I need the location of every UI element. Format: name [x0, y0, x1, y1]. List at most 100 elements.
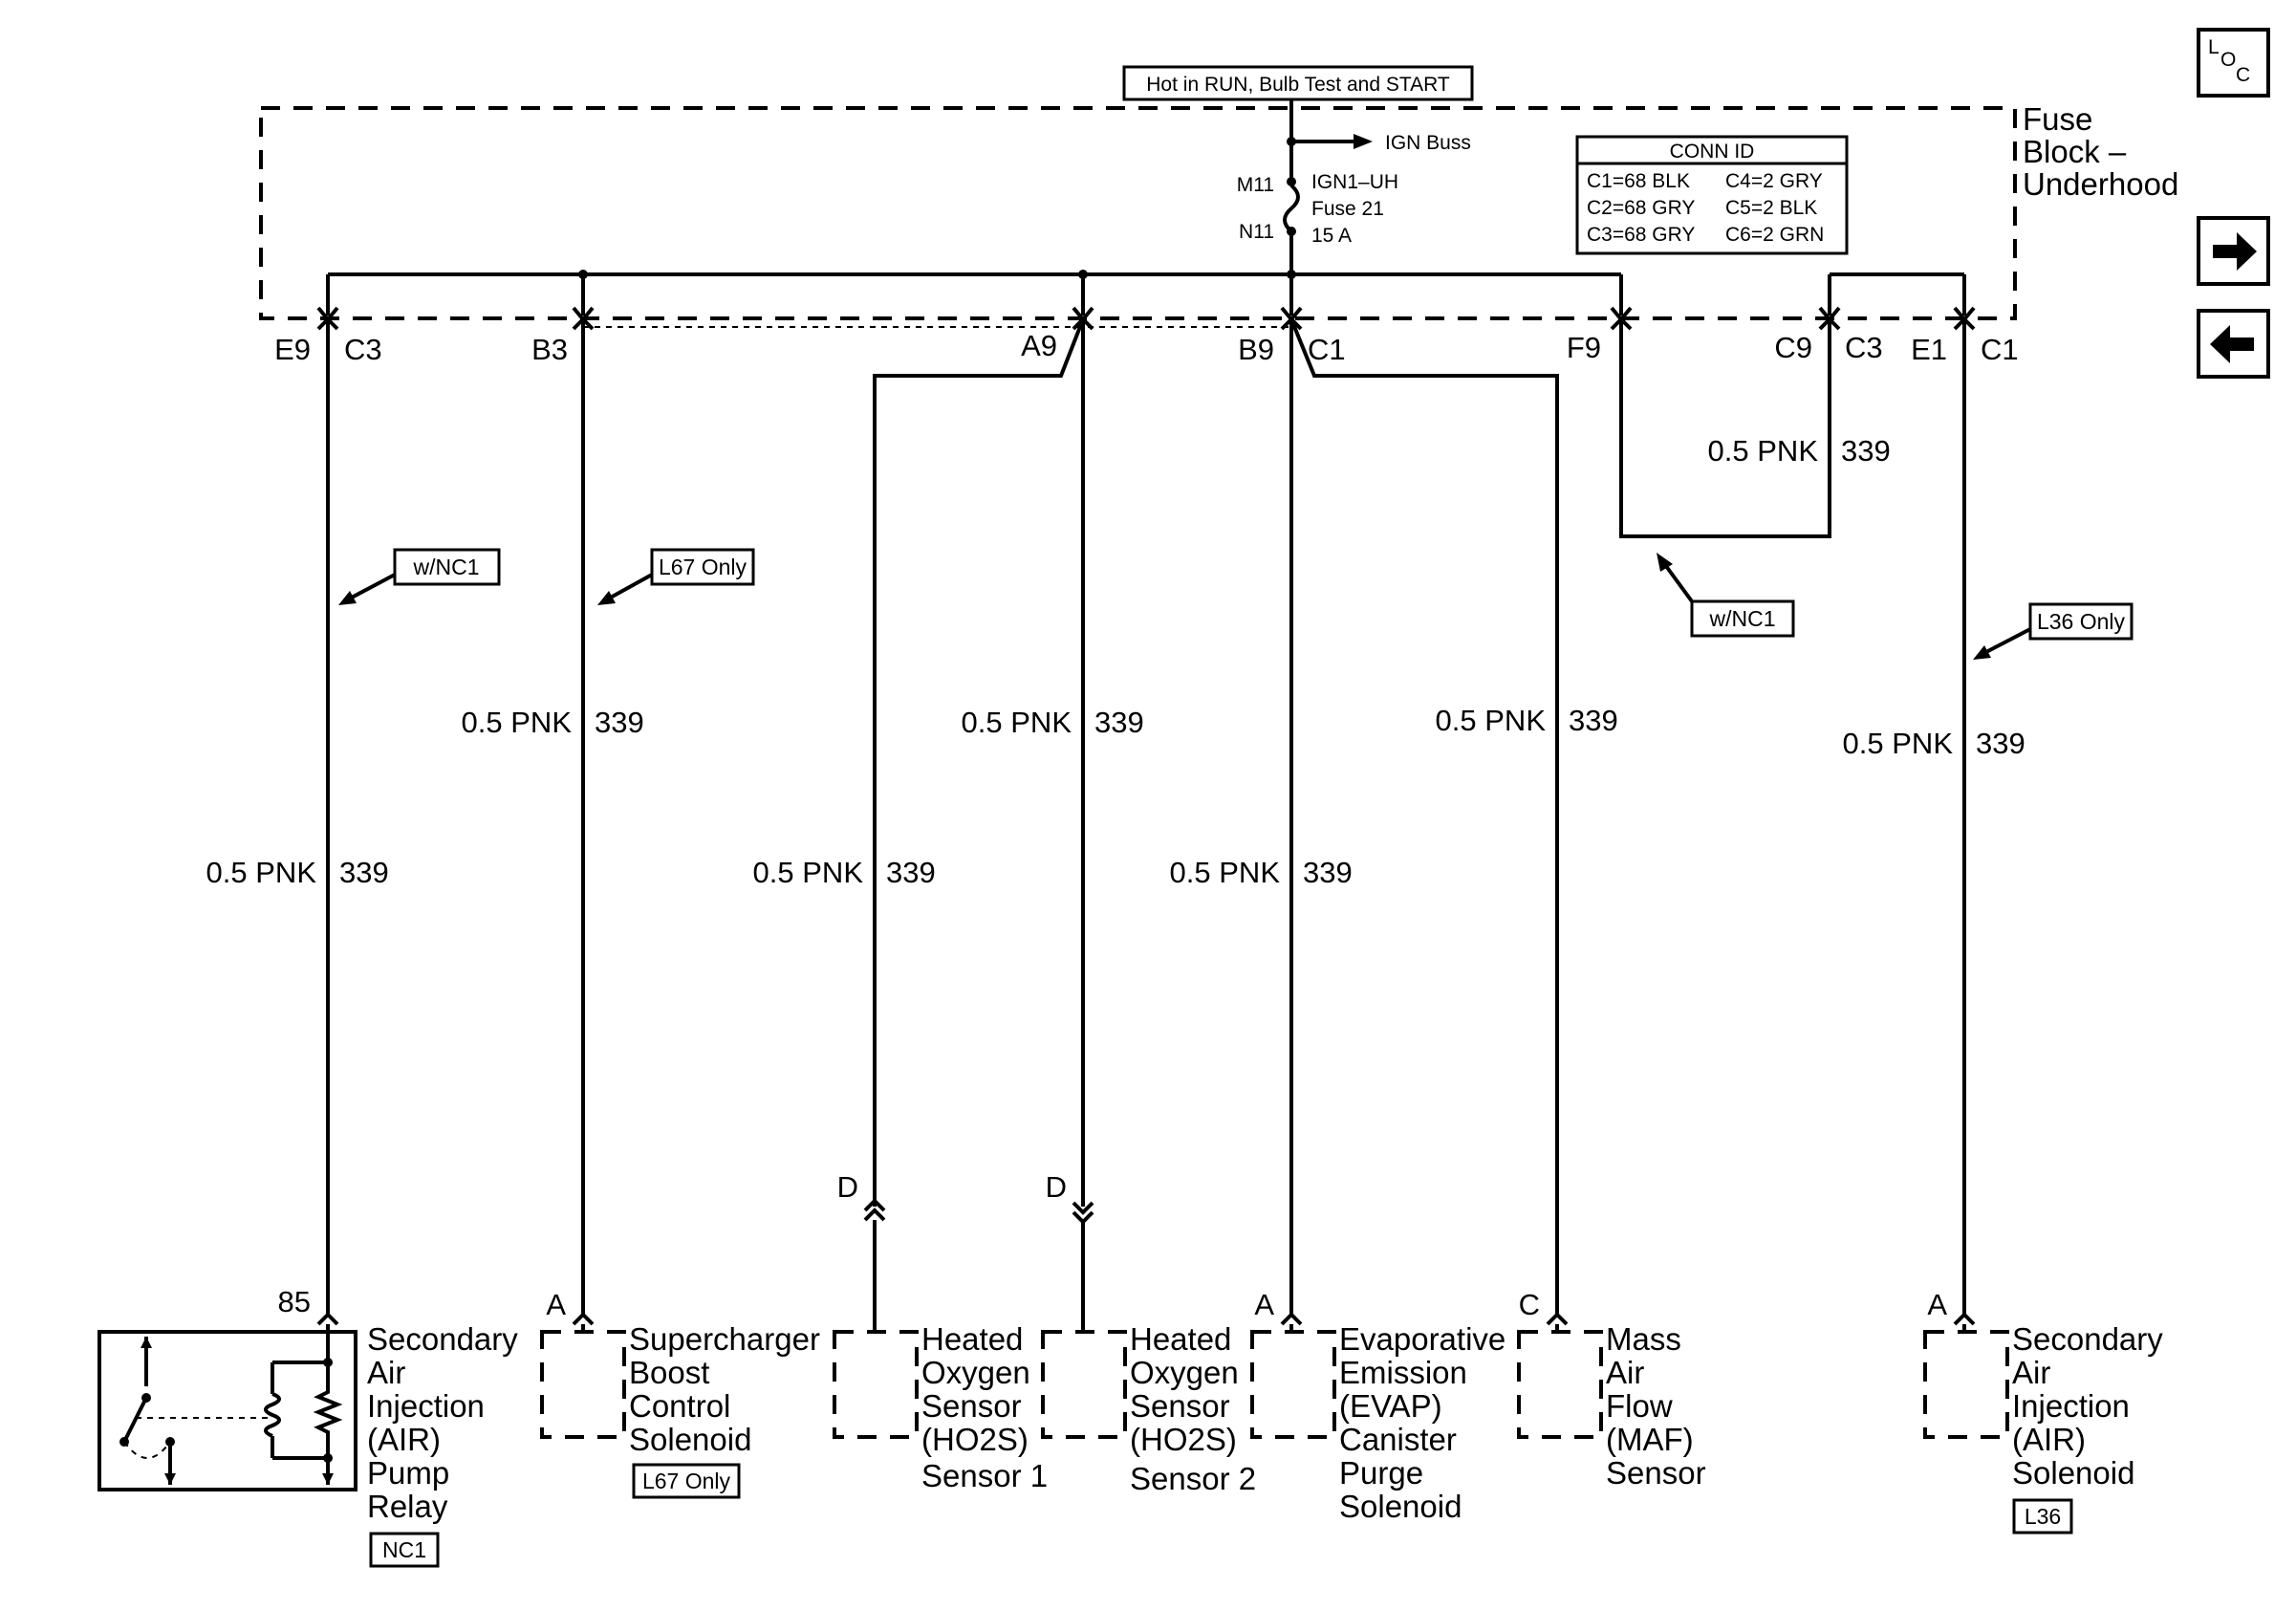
connector-c3-left: C3 [344, 333, 382, 366]
supercharger-option-tag: L67 Only [642, 1469, 731, 1493]
air-solenoid-name-1: Secondary [2012, 1321, 2163, 1357]
previous-page-button[interactable] [2197, 309, 2270, 379]
conn-id-row1-left: C1=68 BLK [1587, 170, 1690, 192]
fuse-block-title-line3: Underhood [2023, 166, 2178, 202]
evap-name-4: Canister [1339, 1422, 1457, 1457]
fuse-feed: IGN Buss M11 N11 IGN1–UH Fuse 21 15 A [1237, 99, 1471, 274]
conn-id-row2-left: C2=68 GRY [1587, 197, 1695, 219]
maf-name-3: Flow [1606, 1388, 1673, 1424]
heated-oxygen-sensor-2: Heated Oxygen Sensor (HO2S) Sensor 2 [1041, 1321, 1256, 1496]
loc-letter-o: O [2220, 49, 2236, 71]
supercharger-name-2: Boost [629, 1355, 709, 1390]
option-w-nc1-right-text: w/NC1 [1708, 606, 1775, 631]
pin-maf: C [1519, 1288, 1540, 1321]
option-w-nc1-left: w/NC1 [338, 548, 501, 605]
option-l36-only-text: L36 Only [2037, 609, 2126, 634]
connector-b3: B3 [531, 333, 568, 366]
maf-name-5: Sensor [1606, 1455, 1706, 1491]
ho2s-2-name-2: Oxygen [1130, 1355, 1239, 1390]
wire-air-relay-circuit: 339 [339, 856, 389, 889]
option-w-nc1-right: w/NC1 [1657, 553, 1795, 638]
ho2s-1-name-3: Sensor [921, 1388, 1022, 1424]
option-w-nc1-left-text: w/NC1 [412, 555, 479, 579]
air-injection-solenoid: Secondary Air Injection (AIR) Solenoid L… [1923, 1321, 2163, 1535]
evap-name-6: Solenoid [1339, 1489, 1462, 1524]
fuse-block-title-line1: Fuse [2023, 101, 2092, 137]
wire-air-solenoid-size: 0.5 PNK [1843, 727, 1954, 760]
ho2s-2-name-1: Heated [1130, 1321, 1231, 1357]
ho2s-1-name-5: Sensor 1 [921, 1458, 1048, 1493]
arrow-right-icon [2213, 232, 2257, 271]
fuse-number: Fuse 21 [1311, 198, 1384, 220]
wire-maf-size: 0.5 PNK [1436, 704, 1547, 737]
ho2s-1-name-4: (HO2S) [921, 1422, 1029, 1457]
pin-evap: A [1254, 1288, 1274, 1321]
power-source-label: Hot in RUN, Bulb Test and START [1122, 65, 1474, 101]
pin-ho2s-2: D [1046, 1170, 1067, 1204]
evap-name-3: (EVAP) [1339, 1388, 1442, 1424]
ho2s-inline-connectors: D D [837, 1170, 1094, 1330]
connector-e9: E9 [274, 333, 311, 366]
ign-buss-arrow-icon [1354, 134, 1373, 149]
air-relay-name-1: Secondary [367, 1321, 518, 1357]
connector-a9: A9 [1021, 329, 1057, 362]
conn-id-table: CONN ID C1=68 BLK C4=2 GRY C2=68 GRY C5=… [1575, 135, 1849, 255]
evap-canister-purge-solenoid: Evaporative Emission (EVAP) Canister Pur… [1250, 1321, 1505, 1524]
air-pump-relay: Secondary Air Injection (AIR) Pump Relay… [97, 1321, 518, 1568]
wire-ho2s-2-circuit: 339 [1094, 706, 1144, 739]
ho2s-2-name-5: Sensor 2 [1130, 1461, 1256, 1496]
connector-c1-mid: C1 [1308, 333, 1346, 366]
ign-buss-label: IGN Buss [1385, 132, 1471, 154]
wire-maf [1289, 318, 1559, 1315]
wire-evap-circuit: 339 [1303, 856, 1353, 889]
wire-air-solenoid-circuit: 339 [1976, 727, 2025, 760]
wire-supercharger-circuit: 339 [595, 706, 644, 739]
wire-supercharger-size: 0.5 PNK [462, 706, 573, 739]
loc-letter-c: C [2236, 64, 2250, 86]
arrow-left-icon [2210, 325, 2254, 363]
air-relay-option-tag: NC1 [382, 1537, 426, 1562]
fuse-block-outline [259, 106, 2017, 320]
power-source-text: Hot in RUN, Bulb Test and START [1146, 74, 1450, 96]
fuse-rating: 15 A [1311, 225, 1352, 247]
wire-nc1-jumper-size: 0.5 PNK [1708, 434, 1819, 468]
supercharger-name-3: Control [629, 1388, 730, 1424]
connector-labels: E9 C3 B3 A9 B9 C1 F9 C9 C3 E1 C1 [274, 329, 2019, 366]
maf-name-1: Mass [1606, 1321, 1681, 1357]
wires [326, 318, 1966, 1315]
pin-air-relay: 85 [278, 1285, 311, 1318]
air-solenoid-name-3: Injection [2012, 1388, 2130, 1424]
wire-ho2s-1 [873, 318, 1085, 1207]
fuse-block-title-line2: Block – [2023, 134, 2127, 169]
option-l67-only: L67 Only [597, 548, 755, 605]
relay-resistor-icon [313, 1362, 343, 1458]
conn-id-title: CONN ID [1670, 141, 1755, 163]
air-relay-name-6: Relay [367, 1489, 448, 1524]
option-l36-only: L36 Only [1973, 602, 2134, 660]
loc-button[interactable]: L O C [2197, 28, 2270, 98]
pin-ho2s-1: D [837, 1170, 858, 1204]
evap-name-5: Purge [1339, 1455, 1423, 1491]
evap-name-2: Emission [1339, 1355, 1467, 1390]
connector-f9: F9 [1567, 331, 1601, 364]
wire-nc1-jumper [1619, 319, 1831, 538]
fuse-block: Fuse Block – Underhood [259, 101, 2178, 320]
fuse-pin-m11: M11 [1237, 174, 1274, 196]
connector-c9: C9 [1774, 331, 1812, 364]
next-page-button[interactable] [2197, 216, 2270, 286]
air-relay-name-2: Air [367, 1355, 405, 1390]
connector-e1: E1 [1911, 333, 1947, 366]
connector-b9: B9 [1238, 333, 1274, 366]
component-pins: 85 A A C A [278, 1285, 1976, 1326]
ho2s-2-name-4: (HO2S) [1130, 1422, 1237, 1457]
connector-c1-right: C1 [1981, 333, 2019, 366]
supercharger-name-4: Solenoid [629, 1422, 751, 1457]
ho2s-2-name-3: Sensor [1130, 1388, 1230, 1424]
conn-id-row2-right: C5=2 BLK [1725, 197, 1817, 219]
mass-air-flow-sensor: Mass Air Flow (MAF) Sensor [1517, 1321, 1706, 1491]
option-l67-only-text: L67 Only [659, 555, 747, 579]
air-solenoid-name-4: (AIR) [2012, 1422, 2086, 1457]
air-solenoid-name-5: Solenoid [2012, 1455, 2134, 1491]
connector-c3-right: C3 [1845, 331, 1883, 364]
